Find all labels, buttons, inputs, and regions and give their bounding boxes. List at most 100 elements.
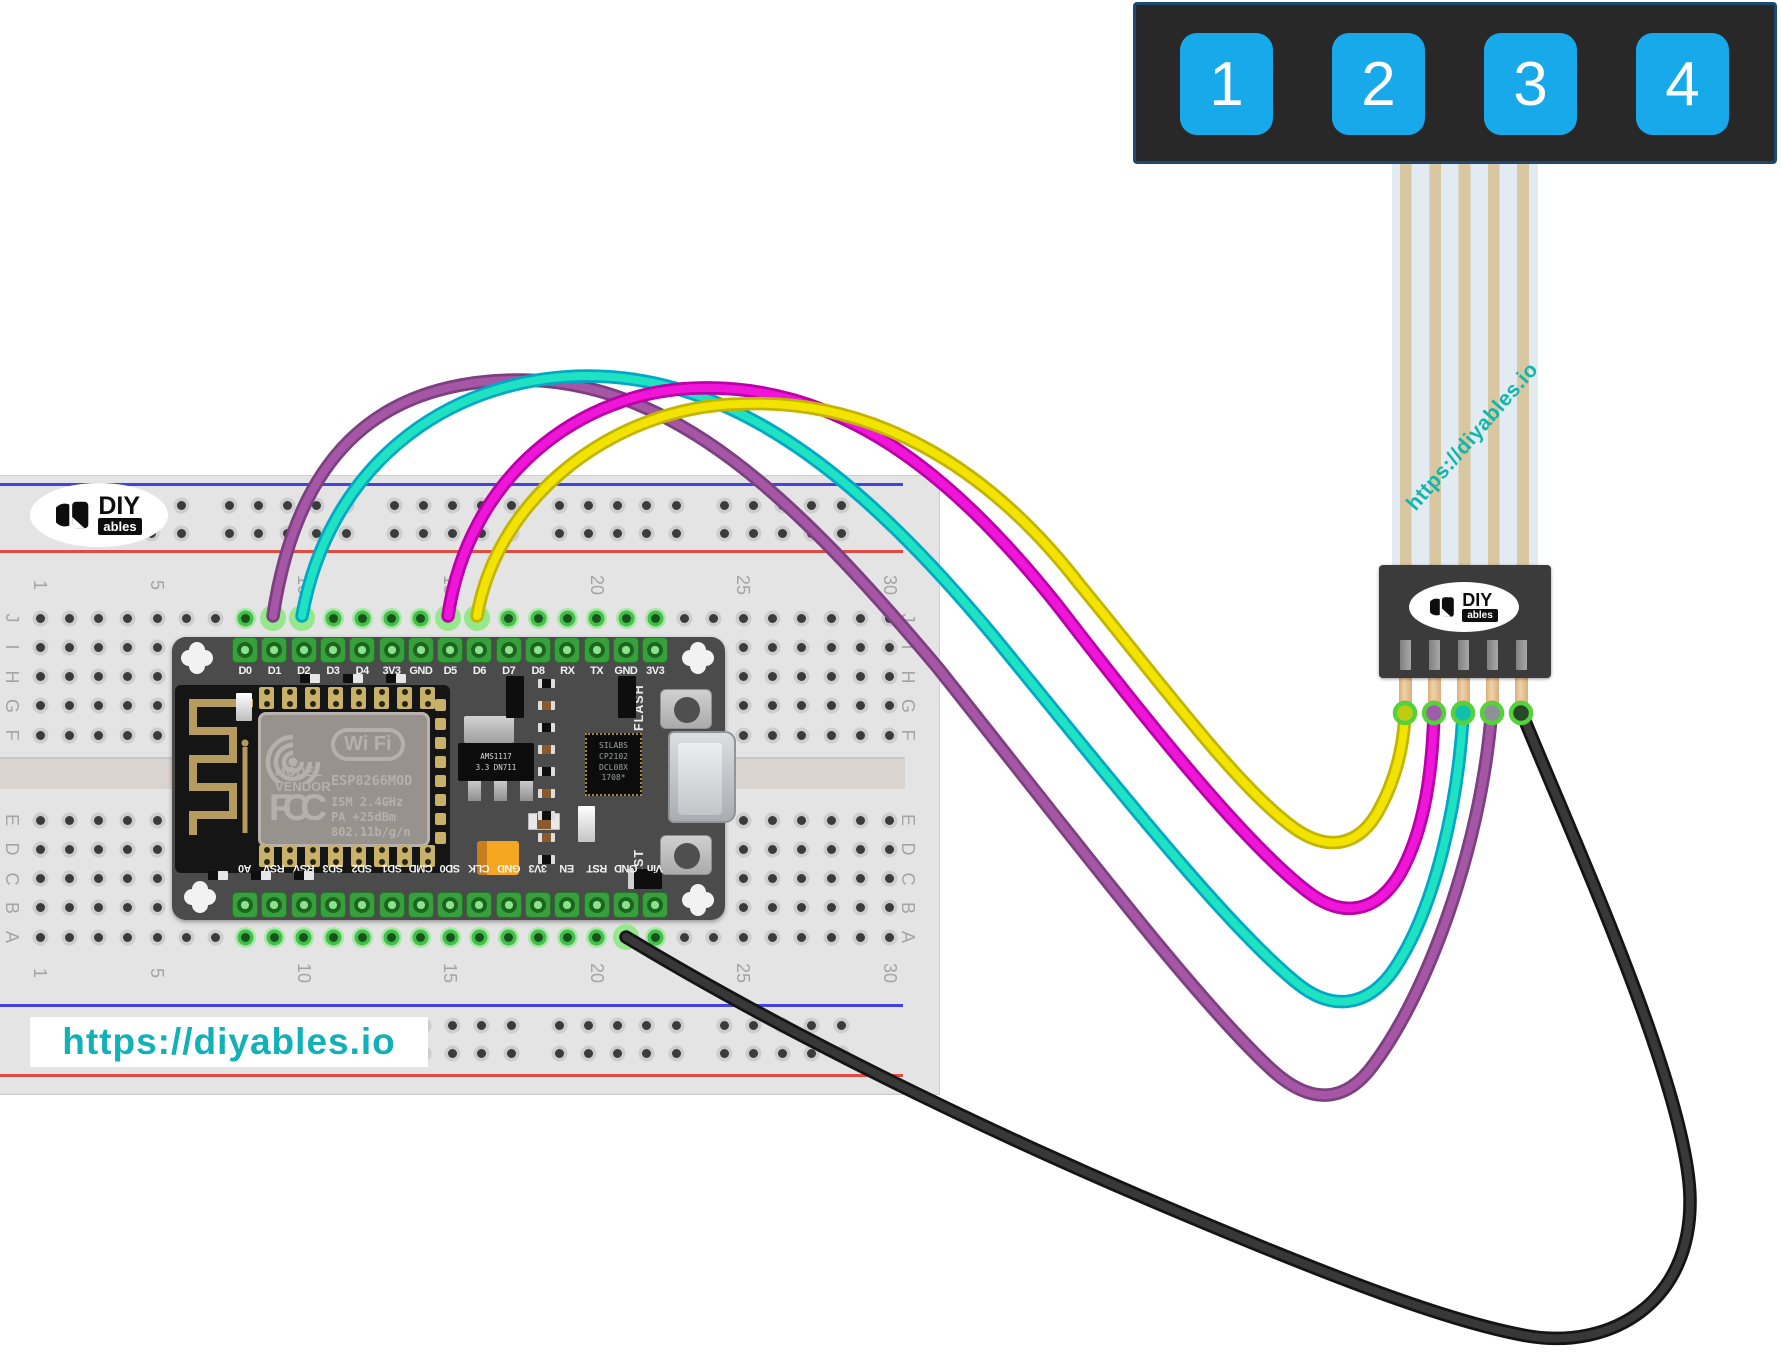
breadboard-hole xyxy=(826,613,836,623)
breadboard-hole xyxy=(855,672,865,682)
breadboard-hole xyxy=(94,672,104,682)
breadboard-row-letter: E xyxy=(898,813,919,826)
breadboard-hole xyxy=(152,844,162,854)
breadboard-hole xyxy=(35,932,45,942)
breadboard-hole xyxy=(475,932,484,942)
rf-shield: Wi Fi MODEL VENDOR ESP8266MOD FCC ISM 2.… xyxy=(258,712,430,847)
keypad-button-3[interactable]: 3 xyxy=(1484,33,1577,135)
pin-pad-SD1 xyxy=(378,892,405,918)
breadboard-hole xyxy=(448,1020,458,1030)
esp8266-module: Wi Fi MODEL VENDOR ESP8266MOD FCC ISM 2.… xyxy=(175,685,450,873)
pin-pad-D4 xyxy=(349,637,376,663)
keypad-connector: DIY ables xyxy=(1379,565,1551,678)
smd-component xyxy=(538,789,555,798)
pin-pad-D6 xyxy=(466,637,493,663)
breadboard-hole xyxy=(418,500,428,510)
pin-label-D1: D1 xyxy=(267,665,282,677)
breadboard-hole xyxy=(885,613,895,623)
connector-slot xyxy=(1457,640,1469,670)
breadboard-row-letter: F xyxy=(898,729,919,741)
breadboard-hole xyxy=(613,1020,623,1030)
breadboard-hole xyxy=(182,613,191,623)
breadboard-hole xyxy=(123,730,133,740)
pin-label-D0: D0 xyxy=(238,665,252,677)
connector-slot xyxy=(1428,640,1440,670)
breadboard-hole xyxy=(477,500,487,510)
pin-pad-RSV xyxy=(290,892,317,918)
regulator-marking: 3.3 DN711 xyxy=(475,763,517,773)
breadboard-row-letter: B xyxy=(2,901,23,914)
breadboard-hole xyxy=(642,1048,652,1058)
pin-pad-3V3 xyxy=(525,892,551,918)
keypad-button-2[interactable]: 2 xyxy=(1332,33,1425,135)
module-pad xyxy=(435,775,446,787)
top-rail-blue-line xyxy=(0,483,903,486)
keypad-button-4[interactable]: 4 xyxy=(1636,33,1729,135)
breadboard-hole xyxy=(738,815,748,825)
module-pad xyxy=(435,813,446,825)
pin-label-3V3: 3V3 xyxy=(646,665,665,677)
micro-usb-port xyxy=(668,731,736,823)
breadboard-hole xyxy=(592,613,602,623)
module-pad xyxy=(435,832,446,844)
breadboard-hole xyxy=(671,1020,681,1030)
breadboard-hole xyxy=(64,815,74,825)
breadboard-hole xyxy=(123,672,133,682)
breadboard-hole xyxy=(506,1020,516,1030)
breadboard-hole xyxy=(94,730,104,740)
breadboard-hole xyxy=(562,613,572,623)
breadboard-hole xyxy=(224,500,234,510)
pin-pad-SD2 xyxy=(349,892,376,918)
flash-button[interactable] xyxy=(660,689,712,729)
breadboard-hole xyxy=(554,1020,564,1030)
pin-label-D8: D8 xyxy=(531,665,545,677)
pin-label-SD2: SD2 xyxy=(352,862,373,874)
breadboard-hole xyxy=(448,528,458,538)
pin-pad-SD3 xyxy=(319,892,346,918)
breadboard-hole xyxy=(738,844,748,854)
breadboard-hole xyxy=(778,1020,788,1030)
pin-pad-CLK xyxy=(466,892,493,918)
top-rail-red-line xyxy=(0,550,903,553)
diyables-logo-breadboard: DIY ables xyxy=(30,483,168,547)
breadboard-hole xyxy=(680,613,690,623)
diyables-icon xyxy=(56,496,94,534)
keypad-button-1[interactable]: 1 xyxy=(1180,33,1273,135)
breadboard-hole xyxy=(885,932,895,942)
breadboard-hole xyxy=(836,1020,846,1030)
pin-pad-GND xyxy=(612,892,639,918)
pin-pad-TX xyxy=(583,637,610,663)
module-pad xyxy=(259,687,274,709)
breadboard-hole xyxy=(211,932,221,942)
smd-jumper xyxy=(300,674,320,683)
breadboard-hole xyxy=(671,528,681,538)
breadboard-hole xyxy=(283,500,293,510)
mount-hole xyxy=(189,650,205,666)
breadboard-hole xyxy=(554,1048,564,1058)
breadboard-hole xyxy=(477,1020,487,1030)
breadboard-hole xyxy=(477,1048,487,1058)
breadboard-row-letter: D xyxy=(898,842,919,856)
connector-slot xyxy=(1486,640,1498,670)
header-pin xyxy=(1485,676,1499,710)
breadboard-hole xyxy=(123,844,133,854)
breadboard-hole xyxy=(855,730,865,740)
breadboard-hole xyxy=(642,528,652,538)
breadboard-hole xyxy=(642,1020,652,1030)
pin-label-GND: GND xyxy=(614,665,638,677)
module-pad xyxy=(282,687,297,709)
breadboard-hole xyxy=(748,1048,758,1058)
breadboard-hole xyxy=(94,701,104,711)
breadboard-hole xyxy=(123,613,133,623)
breadboard-hole xyxy=(64,642,74,652)
diyables-icon xyxy=(1430,593,1458,621)
breadboard-hole xyxy=(123,932,133,942)
diyables-logo-connector: DIY ables xyxy=(1409,582,1519,632)
breadboard-hole xyxy=(123,701,133,711)
breadboard-hole xyxy=(387,613,397,623)
breadboard-hole xyxy=(768,642,777,652)
breadboard-hole xyxy=(64,932,74,942)
breadboard-hole xyxy=(885,730,895,740)
smd-component xyxy=(538,811,555,820)
pin-pad-D5 xyxy=(437,637,464,663)
